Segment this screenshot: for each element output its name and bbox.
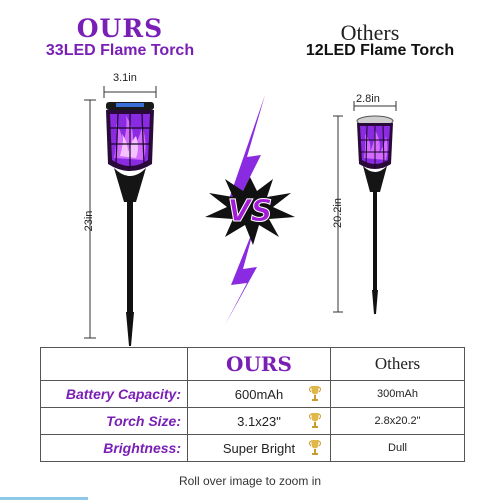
- header-others-label: Others: [374, 354, 421, 373]
- table-row: Brightness: Super Bright Dull: [40, 434, 465, 462]
- trophy-icon: [309, 386, 321, 401]
- row-label: Torch Size:: [40, 407, 188, 435]
- header-ours-label: OURS: [226, 352, 292, 376]
- trophy-icon: [309, 440, 321, 455]
- header-others-cell: Others: [330, 347, 465, 381]
- ours-height-label: 23in: [83, 210, 95, 232]
- row-others-value: 2.8x20.2": [330, 407, 465, 435]
- others-brand-title: Others: [340, 20, 400, 45]
- header-ours-cell: OURS: [187, 347, 331, 381]
- ours-torch-image: [84, 86, 157, 346]
- row-ours-value-cell: 3.1x23": [187, 407, 331, 435]
- row-ours-value: 3.1x23": [237, 413, 281, 429]
- ours-product-title: 33LED Flame Torch: [45, 42, 195, 59]
- row-ours-value: Super Bright: [222, 440, 296, 456]
- lightning-top-icon: [229, 95, 265, 199]
- row-others-value: Dull: [330, 434, 465, 462]
- others-product-title: 12LED Flame Torch: [305, 42, 455, 59]
- row-label: Battery Capacity:: [40, 380, 188, 408]
- row-ours-value: 600mAh: [234, 386, 284, 402]
- table-row: Battery Capacity: 600mAh 300mAh: [40, 380, 465, 408]
- zoom-hint: Roll over image to zoom in: [178, 474, 322, 488]
- others-width-label: 2.8in: [356, 93, 380, 105]
- row-ours-value-cell: Super Bright: [187, 434, 331, 462]
- comparison-table: OURS Others Battery Capacity: 600mAh 300…: [40, 347, 465, 462]
- table-row: Torch Size: 3.1x23" 2.8x20.2": [40, 407, 465, 435]
- table-header-row: OURS Others: [40, 347, 465, 381]
- scroll-indicator: [0, 497, 88, 500]
- ours-brand-title: OURS: [76, 14, 164, 43]
- others-height-label: 20.2in: [332, 198, 344, 228]
- ours-width-label: 3.1in: [113, 72, 137, 84]
- trophy-icon: [309, 413, 321, 428]
- header-empty-cell: [40, 347, 188, 381]
- vs-text: VS: [228, 194, 273, 229]
- row-ours-value-cell: 600mAh: [187, 380, 331, 408]
- vs-graphic: VS: [205, 95, 295, 325]
- row-others-value: 300mAh: [330, 380, 465, 408]
- row-label: Brightness:: [40, 434, 188, 462]
- lightning-bottom-icon: [225, 225, 257, 325]
- others-torch-image: [333, 101, 397, 314]
- burst-icon: [205, 177, 295, 245]
